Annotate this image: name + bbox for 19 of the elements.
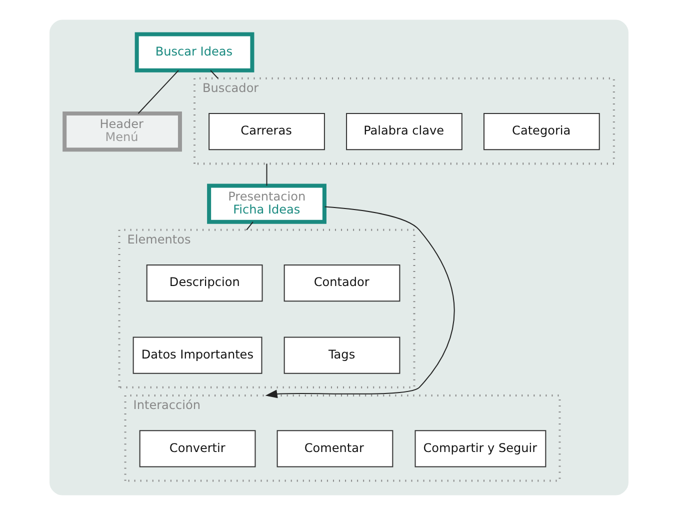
connector (137, 70, 178, 114)
connector (266, 164, 267, 186)
node-box: Descripcion (146, 264, 262, 302)
connector (246, 222, 253, 230)
node-box: Contador (283, 264, 400, 302)
node-box: Palabra clave (346, 113, 462, 150)
node-box: Buscar Ideas (134, 32, 254, 72)
node-box: Presentacion Ficha Ideas (206, 184, 326, 224)
node-box: Carreras (208, 113, 324, 150)
node-box: Datos Importantes (132, 336, 262, 374)
node-box: Header Menú (62, 112, 182, 152)
node-box: Tags (283, 336, 400, 374)
node-box: Convertir (138, 430, 256, 468)
node-box: Comentar (276, 430, 393, 468)
cluster (49, 20, 628, 496)
node-box: Categoria (482, 113, 600, 150)
connector (210, 70, 218, 79)
node-box: Compartir y Seguir (414, 430, 546, 468)
arrow (264, 206, 454, 398)
